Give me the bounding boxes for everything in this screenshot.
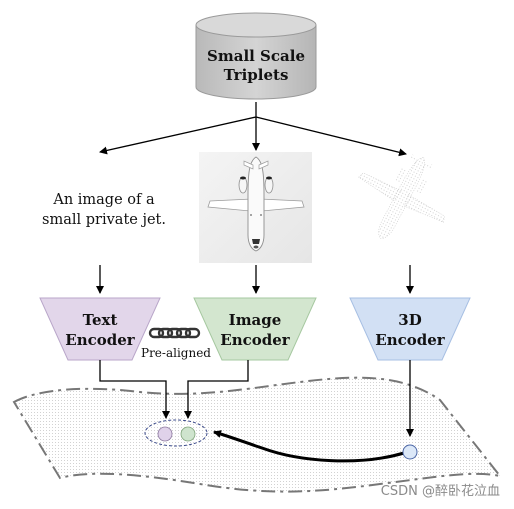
- threed-embedding-dot: [402, 444, 418, 460]
- embedding-connectors: [99, 360, 414, 437]
- database-label-line1: Small Scale: [207, 47, 305, 65]
- threed-encoder: 3D Encoder: [349, 297, 471, 361]
- text-input: An image of a small private jet.: [42, 192, 166, 228]
- text-embedding-dot: [157, 426, 173, 442]
- text-input-line1: An image of a: [52, 192, 155, 208]
- text-input-line2: small private jet.: [42, 212, 166, 228]
- embedding-space: [12, 376, 503, 493]
- input-arrows: [96, 265, 414, 294]
- pre-aligned-group: [144, 419, 208, 447]
- text-encoder-line1: Text: [83, 311, 118, 329]
- text-encoder-line2: Encoder: [65, 331, 136, 349]
- threed-encoder-line2: Encoder: [375, 331, 446, 349]
- image-encoder-line2: Encoder: [220, 331, 291, 349]
- triplets-database: Small Scale Triplets: [195, 12, 317, 100]
- threed-encoder-line1: 3D: [398, 311, 421, 329]
- text-encoder: Text Encoder: [39, 297, 161, 361]
- pre-aligned-label: Pre-aligned: [141, 346, 211, 360]
- jet-point-cloud: [358, 153, 445, 239]
- chain-link-icon: [148, 327, 201, 339]
- watermark-text: CSDN @醉卧花泣血: [381, 483, 500, 499]
- alignment-arrow: [213, 430, 405, 463]
- jet-image: [199, 152, 312, 263]
- image-encoder: Image Encoder: [193, 297, 317, 361]
- image-embedding-dot: [180, 426, 196, 442]
- image-encoder-line1: Image: [229, 311, 282, 329]
- database-label-line2: Triplets: [224, 66, 289, 84]
- database-arrows: [99, 102, 407, 157]
